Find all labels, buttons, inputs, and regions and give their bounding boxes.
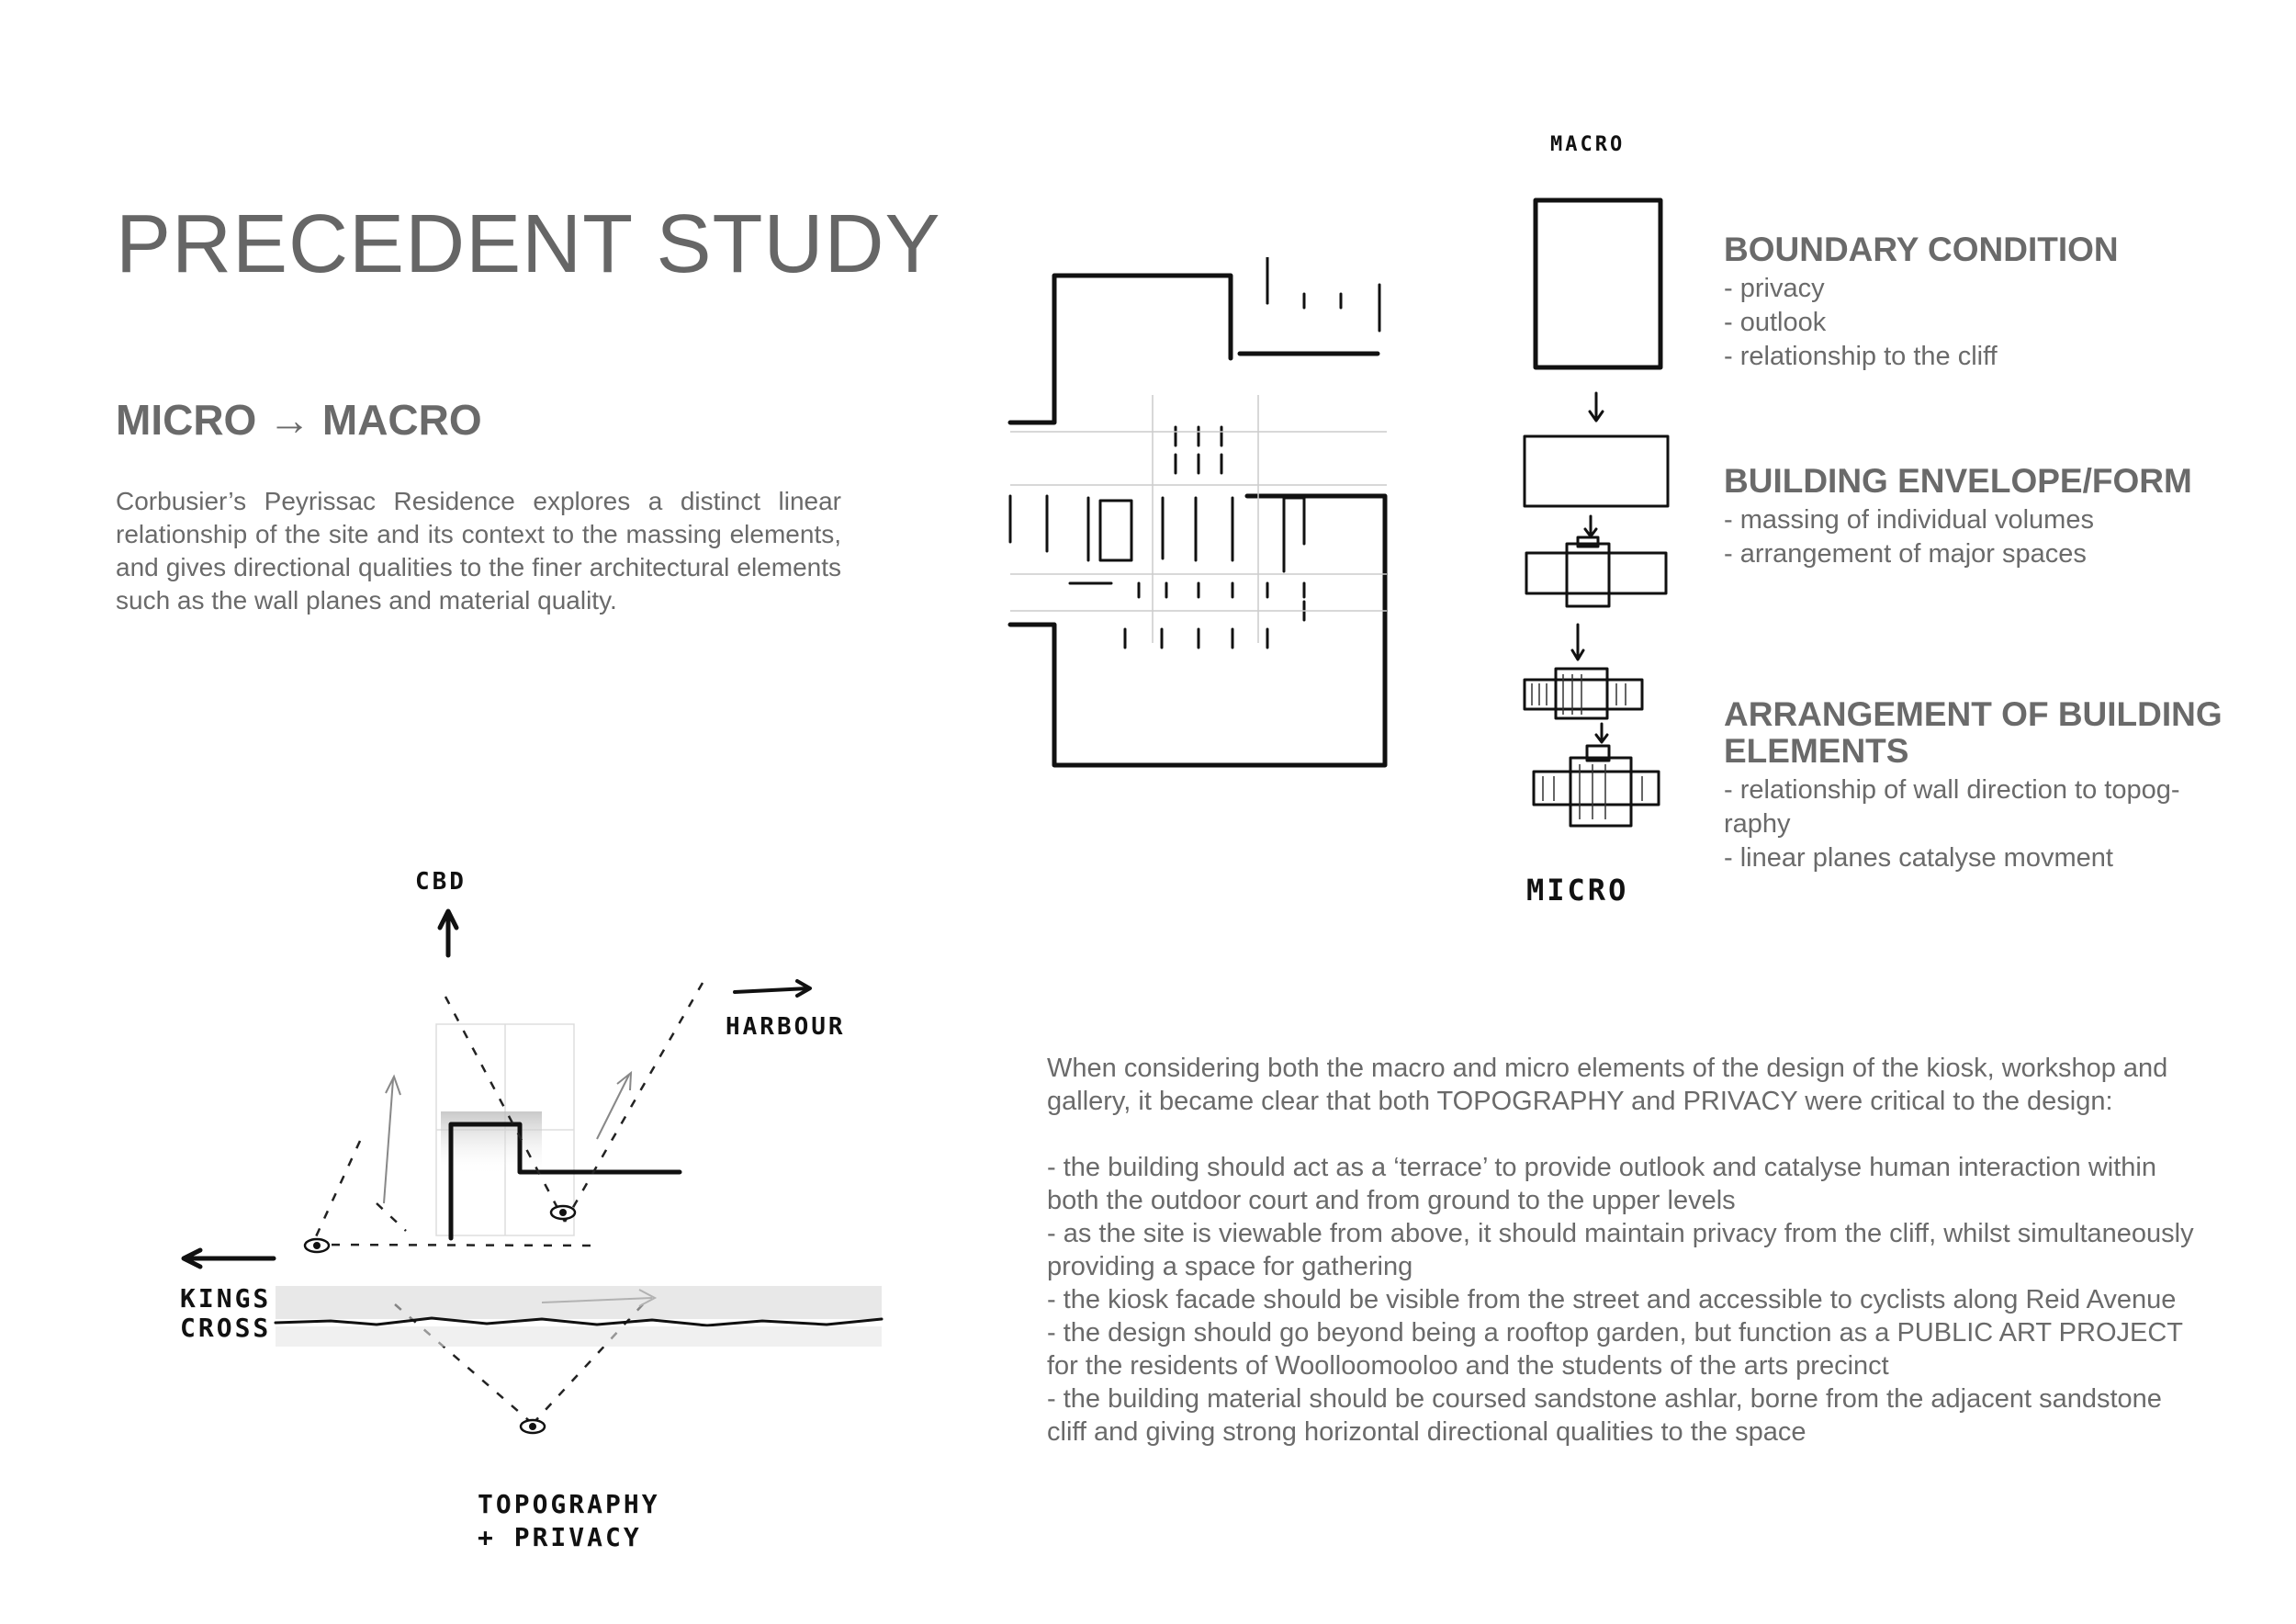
- design-criteria: When considering both the macro and micr…: [1047, 1052, 2204, 1449]
- west-arrow-icon: [181, 1247, 276, 1269]
- kings-cross-label: KINGS CROSS: [180, 1284, 271, 1343]
- privacy-label: + PRIVACY: [478, 1522, 642, 1552]
- macro-label: MACRO: [1550, 133, 1626, 156]
- page-subtitle: MICRO → MACRO: [116, 396, 482, 444]
- eye-icon: [549, 1204, 577, 1221]
- page-title: PRECEDENT STUDY: [116, 198, 941, 290]
- micro-label: MICRO: [1526, 873, 1629, 908]
- step-list: - massing of individual volumes - arrang…: [1724, 503, 2238, 571]
- cbd-label: CBD: [415, 868, 467, 896]
- step-heading: BOUNDARY CONDITION: [1724, 231, 2119, 268]
- step-list: - relationship of wall direction to topo…: [1724, 773, 2238, 875]
- step-heading: BUILDING ENVELOPE/FORM: [1724, 462, 2192, 500]
- intro-paragraph: Corbusier’s Peyrissac Residence explores…: [116, 487, 841, 615]
- design-point: - the design should go beyond being a ro…: [1047, 1318, 2183, 1381]
- step-boundary-condition: BOUNDARY CONDITION - privacy - outlook -…: [1724, 231, 2238, 374]
- design-point: - the building material should be course…: [1047, 1384, 2162, 1447]
- design-intro: When considering both the macro and micr…: [1047, 1054, 2168, 1116]
- step-item: - linear planes catalyse movment: [1724, 843, 2113, 873]
- step-item: - relationship to the cliff: [1724, 342, 1998, 371]
- topography-label: TOPOGRAPHY: [478, 1489, 660, 1519]
- kings-label: KINGS: [180, 1283, 272, 1314]
- step-item: - outlook: [1724, 308, 1827, 337]
- massing-sequence-sketch: [1523, 197, 1670, 828]
- step-item: - privacy: [1724, 274, 1825, 303]
- step-item: - massing of individual volumes: [1724, 505, 2094, 535]
- eye-icon: [303, 1237, 331, 1254]
- step-item: - arrangement of major spaces: [1724, 539, 2087, 569]
- step-building-envelope: BUILDING ENVELOPE/FORM - massing of indi…: [1724, 463, 2238, 571]
- site-analysis-sketch: [181, 908, 884, 1435]
- step-list: - privacy - outlook - relationship to th…: [1724, 272, 2238, 374]
- floor-plan-sketch: [1007, 257, 1388, 768]
- harbour-label: HARBOUR: [726, 1013, 846, 1041]
- design-points: - the building should act as a ‘terrace’…: [1047, 1151, 2204, 1449]
- step-arrangement-elements: ARRANGEMENT OF BUILDING ELEMENTS - relat…: [1724, 696, 2238, 875]
- design-point: - as the site is viewable from above, it…: [1047, 1219, 2194, 1281]
- east-arrow-icon: [733, 979, 812, 998]
- eye-icon: [519, 1418, 546, 1435]
- design-point: - the kiosk facade should be visible fro…: [1047, 1285, 2177, 1314]
- cross-label: CROSS: [180, 1313, 272, 1343]
- step-heading: ARRANGEMENT OF BUILDING ELEMENTS: [1724, 695, 2223, 770]
- design-point: - the building should act as a ‘terrace’…: [1047, 1153, 2156, 1215]
- north-arrow-icon: [437, 908, 459, 958]
- step-item: - relationship of wall direction to topo…: [1724, 775, 2180, 839]
- topography-privacy-label: TOPOGRAPHY + PRIVACY: [478, 1488, 660, 1554]
